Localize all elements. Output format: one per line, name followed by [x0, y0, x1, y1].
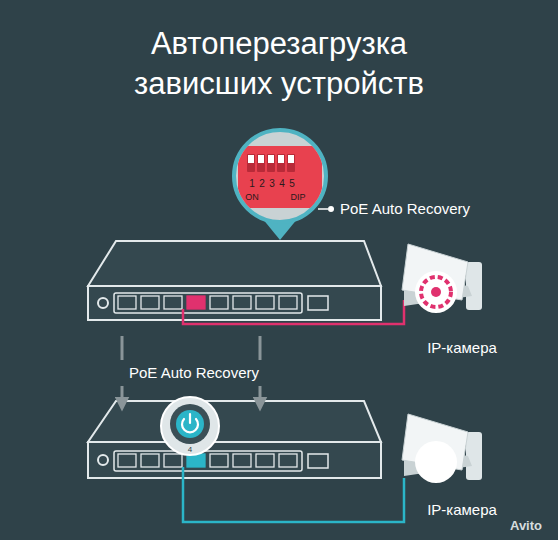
callout-label: PoE Auto Recovery	[340, 200, 470, 217]
dip-lever	[268, 155, 274, 163]
camera-label: IP-камера	[427, 339, 497, 356]
dip-lever	[248, 155, 254, 163]
rj45-port	[210, 296, 228, 309]
dip-slot	[267, 154, 275, 172]
dip-number: 4	[279, 178, 285, 190]
rj45-port	[164, 454, 182, 467]
ip-camera	[402, 244, 482, 313]
power-inset	[161, 397, 219, 455]
dip-inset	[234, 130, 326, 240]
rj45-port	[118, 296, 136, 309]
dip-mark: DIP	[290, 192, 305, 202]
dip-lever	[258, 155, 264, 163]
rj45-port	[210, 454, 228, 467]
rj45-port	[279, 454, 297, 467]
rj45-port	[233, 454, 251, 467]
leader-line	[318, 208, 328, 210]
rj45-port	[164, 296, 182, 309]
dip-number: 5	[289, 178, 295, 190]
page-title: Автоперезагрузка зависших устройств	[104, 24, 454, 104]
rj45-port	[141, 454, 159, 467]
rj45-port	[233, 296, 251, 309]
dip-slot	[287, 154, 295, 172]
rj45-port	[141, 296, 159, 309]
rj45-port	[256, 296, 274, 309]
rj45-port	[187, 296, 205, 309]
dip-switch	[238, 146, 322, 208]
callout-dot	[328, 206, 334, 212]
dip-lever	[278, 155, 284, 163]
dip-number: 3	[269, 178, 275, 190]
ip-camera	[402, 414, 482, 483]
dip-slot	[277, 154, 285, 172]
dip-slot	[247, 154, 255, 172]
dip-number: 1	[249, 178, 255, 190]
step-label: PoE Auto Recovery	[127, 364, 261, 381]
dip-on-mark: ON	[245, 192, 259, 202]
rj45-port	[279, 296, 297, 309]
dip-number: 2	[259, 178, 265, 190]
poe-cable	[183, 467, 404, 522]
camera-label: IP-камера	[427, 501, 497, 518]
rj45-port	[118, 454, 136, 467]
poe-switch	[88, 241, 381, 320]
dip-slot	[257, 154, 265, 172]
watermark: Avito	[510, 519, 542, 534]
poe-cable	[183, 300, 404, 324]
inset-frame	[234, 130, 326, 222]
dip-lever	[288, 155, 294, 163]
port-number: 4	[188, 445, 192, 454]
rj45-port	[256, 454, 274, 467]
poe-switch	[88, 401, 381, 478]
